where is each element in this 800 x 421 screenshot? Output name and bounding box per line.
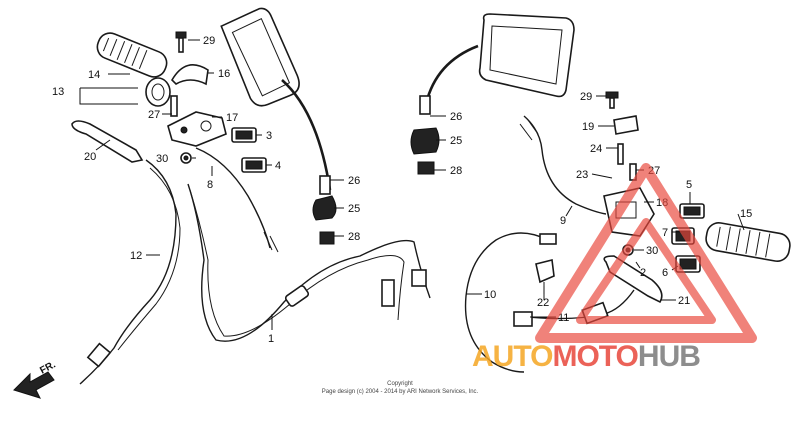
callout-4: 4 (275, 160, 281, 172)
bolt-27-left (170, 95, 178, 117)
callout-20: 20 (84, 151, 96, 163)
left-grip (96, 32, 171, 107)
watermark-triangle (535, 163, 757, 343)
watermark-hub: HUB (638, 340, 700, 373)
clutch-lever (71, 120, 144, 163)
right-mirror (410, 13, 575, 175)
callout-2: 2 (640, 267, 646, 279)
callout-30-right: 30 (646, 245, 658, 257)
callout-5: 5 (686, 179, 692, 191)
callout-28-right: 28 (450, 165, 462, 177)
callout-19: 19 (582, 121, 594, 133)
switch-housing (167, 111, 227, 147)
copyright-line-1: Copyright (387, 381, 413, 387)
left-mirror (220, 7, 337, 245)
callout-9: 9 (560, 215, 566, 227)
callout-26-right: 26 (450, 111, 462, 123)
callout-25-right: 25 (450, 135, 462, 147)
switch-22 (535, 259, 555, 284)
callout-29-left: 29 (203, 35, 215, 47)
switch-cover (170, 64, 209, 86)
brake-lever (603, 255, 663, 304)
callout-27-left: 27 (148, 109, 160, 121)
callout-8: 8 (207, 179, 213, 191)
callout-22: 22 (537, 297, 549, 309)
screw-29-right (605, 91, 619, 109)
callout-1: 1 (268, 333, 274, 345)
switch-5 (679, 203, 705, 219)
throttle-cable-1 (187, 183, 431, 342)
bolt-24 (617, 143, 624, 165)
bracket-19 (613, 115, 639, 135)
callout-14: 14 (88, 69, 100, 81)
watermark-moto: MOTO (552, 340, 638, 373)
callout-12: 12 (130, 250, 142, 262)
automotohub-watermark: AUTOMOTOHUB (472, 163, 757, 373)
washer-30-left (180, 152, 192, 164)
callout-21: 21 (678, 295, 690, 307)
callout-11: 11 (558, 312, 569, 324)
switch-3 (231, 127, 257, 143)
callout-23: 23 (576, 169, 588, 181)
switch-wire-8 (195, 147, 271, 249)
callout-28-left: 28 (348, 231, 360, 243)
callout-30-left: 30 (156, 153, 168, 165)
callout-15: 15 (740, 208, 752, 220)
callout-13: 13 (52, 86, 64, 98)
copyright-line-2: Page design (c) 2004 - 2014 by ARI Netwo… (321, 389, 479, 395)
callout-6: 6 (662, 267, 668, 279)
callout-10: 10 (484, 289, 496, 301)
callout-24: 24 (590, 143, 602, 155)
right-grip (705, 222, 791, 262)
throttle-cable-10 (464, 232, 549, 373)
watermark-auto: AUTO (472, 340, 553, 373)
screw-29-left (175, 31, 187, 53)
callout-16: 16 (218, 68, 230, 80)
callout-7: 7 (662, 227, 668, 239)
callout-25-left: 25 (348, 203, 360, 215)
svg-text:AUTOMOTOHUB: AUTOMOTOHUB (472, 340, 700, 373)
callout-3: 3 (266, 130, 272, 142)
callout-17: 17 (226, 112, 238, 124)
front-arrow-label: FR. (38, 359, 58, 376)
switch-4 (241, 157, 267, 173)
callout-26-left: 26 (348, 175, 360, 187)
callout-29-right: 29 (580, 91, 592, 103)
